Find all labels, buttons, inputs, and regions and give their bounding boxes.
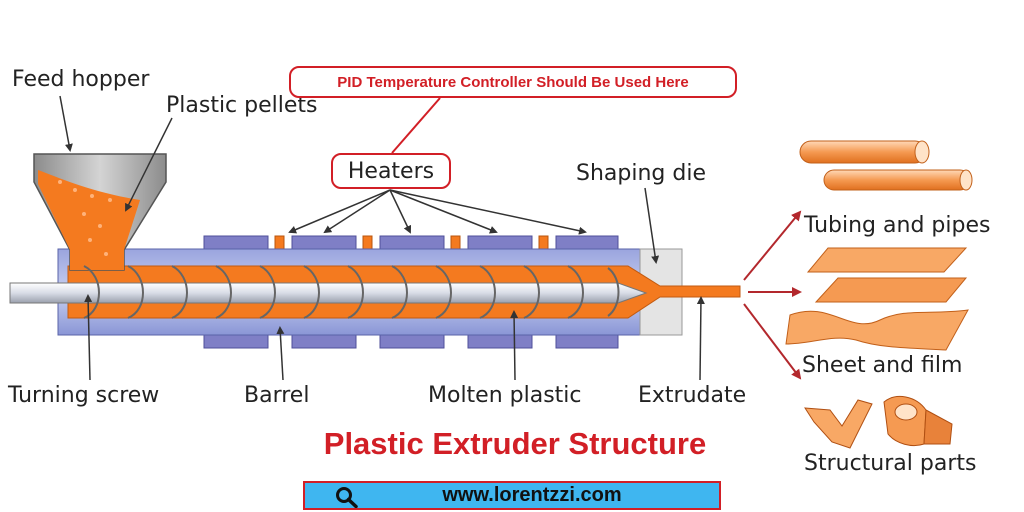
film-illustration [785, 309, 969, 351]
pointer-heater [389, 189, 498, 234]
heater-band [379, 333, 445, 349]
heater-band [203, 333, 269, 349]
heater-band [379, 235, 445, 251]
pointer-shaping-die [644, 187, 660, 264]
sensor [538, 235, 549, 250]
pointer-extrudate [696, 296, 705, 381]
label-molten-plastic: Molten plastic [428, 383, 582, 408]
label-turning-screw: Turning screw [7, 383, 159, 408]
heater-bands-top [203, 235, 619, 251]
pointer-feed-hopper [59, 95, 73, 152]
heater-band [291, 235, 357, 251]
structural-parts-illustration [804, 395, 953, 449]
label-heaters: Heaters [347, 158, 435, 184]
heater-band [555, 235, 619, 251]
pid-callout-text: PID Temperature Controller Should Be Use… [337, 73, 689, 91]
heater-bands-bottom [203, 333, 619, 349]
label-plastic-pellets: Plastic pellets [166, 93, 318, 118]
heater-band [467, 333, 533, 349]
label-structural-parts: Structural parts [804, 451, 976, 476]
label-feed-hopper: Feed hopper [12, 67, 150, 92]
pointer-heater [323, 189, 391, 234]
sensor [362, 235, 373, 250]
label-sheet-and-film: Sheet and film [802, 353, 962, 378]
sensor [450, 235, 461, 250]
pointer-heater [389, 189, 587, 235]
pid-callout: PID Temperature Controller Should Be Use… [289, 66, 737, 98]
pointer-heater [389, 189, 412, 234]
search-icon[interactable] [335, 486, 359, 508]
heater-band [291, 333, 357, 349]
tubing-illustration [799, 140, 973, 191]
arrow-to-structural [743, 303, 802, 380]
label-barrel: Barrel [244, 383, 309, 408]
sheet-illustration [806, 247, 968, 303]
screw-shaft [9, 282, 648, 304]
pointer-plastic-pellets [125, 117, 173, 212]
pid-callout-connector [391, 97, 441, 154]
arrow-to-tubing [743, 210, 802, 281]
label-tubing-and-pipes: Tubing and pipes [803, 213, 990, 238]
heaters-callout: Heaters [331, 153, 451, 189]
diagram-title: Plastic Extruder Structure [323, 426, 707, 461]
website-url-link[interactable]: www.lorentzzi.com [442, 484, 622, 506]
pointer-heater [288, 189, 391, 234]
heater-band [555, 333, 619, 349]
label-pointers [59, 95, 705, 381]
website-bar[interactable]: www.lorentzzi.com [303, 481, 721, 510]
pellet-dots [58, 180, 112, 256]
pointer-molten-plastic [510, 310, 519, 381]
heater-band [203, 235, 269, 251]
product-arrows [743, 210, 802, 380]
sensor [274, 235, 285, 250]
label-extrudate: Extrudate [638, 383, 746, 408]
pointer-barrel [276, 326, 285, 381]
heater-band [467, 235, 533, 251]
pointer-turning-screw [84, 294, 93, 381]
plastic-pellets-fill [38, 170, 140, 270]
label-shaping-die: Shaping die [576, 161, 706, 186]
